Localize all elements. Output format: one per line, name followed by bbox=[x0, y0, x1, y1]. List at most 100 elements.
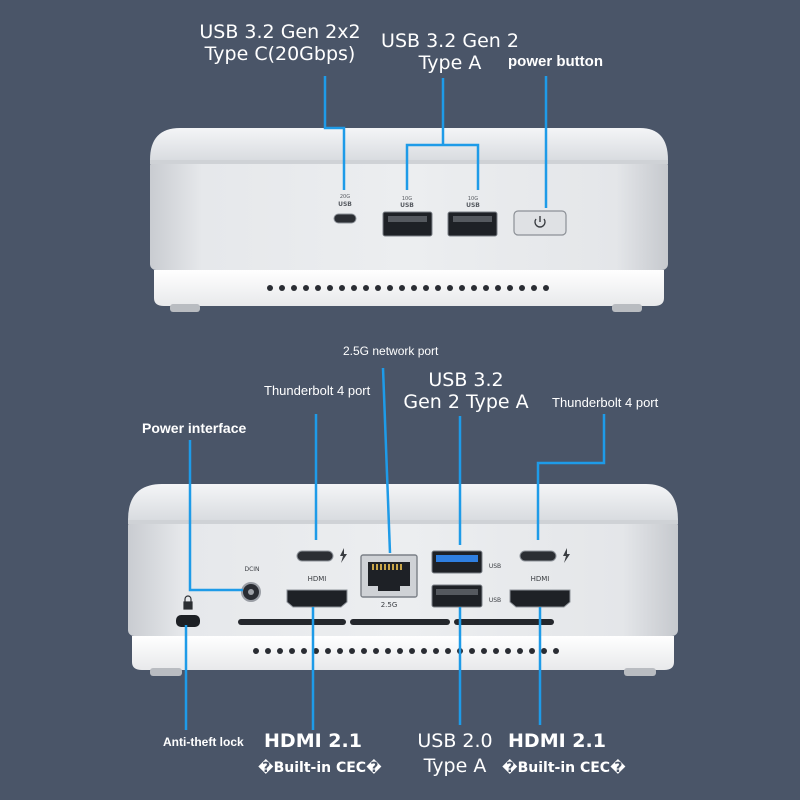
vent-hole bbox=[339, 285, 345, 291]
usb-a2-top-text: 10G bbox=[467, 196, 479, 202]
usb-a1-top-text: 10G bbox=[401, 196, 413, 202]
vent-hole bbox=[409, 648, 415, 654]
label-usb20-line1: USB 2.0 bbox=[417, 730, 493, 752]
rear-hdmi-port-right bbox=[509, 589, 571, 608]
vent-hole bbox=[351, 285, 357, 291]
rear-thunderbolt-port-right bbox=[519, 550, 557, 562]
usb-c-top-text: 20G bbox=[339, 194, 351, 200]
label-usb-a-line2: Type A bbox=[418, 52, 482, 74]
vent-hole bbox=[397, 648, 403, 654]
rear-vent-holes bbox=[253, 648, 559, 654]
label-hdmi-left: HDMI 2.1 �Built-in CEC� bbox=[258, 730, 382, 776]
vent-hole bbox=[375, 285, 381, 291]
usb-black-print: USB bbox=[488, 597, 502, 604]
vent-hole bbox=[361, 648, 367, 654]
label-usb-a-line1: USB 3.2 Gen 2 bbox=[381, 30, 519, 52]
vent-hole bbox=[399, 285, 405, 291]
vent-hole bbox=[531, 285, 537, 291]
label-hdmi-right-line2: �Built-in CEC� bbox=[502, 760, 626, 776]
hdmi-left-print: HDMI bbox=[307, 575, 327, 583]
rear-vent-slot-3 bbox=[454, 619, 554, 625]
label-usb32-line1: USB 3.2 bbox=[428, 369, 504, 391]
label-hdmi-left-line1: HDMI 2.1 bbox=[264, 730, 362, 752]
front-usb-a-port-2 bbox=[447, 211, 498, 237]
vent-hole bbox=[337, 648, 343, 654]
vent-hole bbox=[495, 285, 501, 291]
usb-a1-bottom-text: USB bbox=[400, 202, 414, 209]
vent-hole bbox=[349, 648, 355, 654]
vent-hole bbox=[327, 285, 333, 291]
label-usb-c-line1: USB 3.2 Gen 2x2 bbox=[199, 21, 361, 43]
vent-hole bbox=[493, 648, 499, 654]
vent-hole bbox=[483, 285, 489, 291]
vent-hole bbox=[459, 285, 465, 291]
usb-c-bottom-text: USB bbox=[338, 201, 352, 208]
vent-hole bbox=[279, 285, 285, 291]
front-usb-a-port-1 bbox=[382, 211, 433, 237]
vent-hole bbox=[519, 285, 525, 291]
vent-hole bbox=[447, 285, 453, 291]
hdmi-right-print: HDMI bbox=[530, 575, 550, 583]
vent-hole bbox=[481, 648, 487, 654]
vent-hole bbox=[315, 285, 321, 291]
thunderbolt-icon-right bbox=[563, 548, 570, 563]
vent-hole bbox=[517, 648, 523, 654]
rear-vent-slot-2 bbox=[350, 619, 450, 625]
vent-hole bbox=[265, 648, 271, 654]
label-usb-c: USB 3.2 Gen 2x2 Type C(20Gbps) bbox=[180, 21, 380, 65]
label-anti-theft: Anti-theft lock bbox=[163, 735, 244, 749]
vent-hole bbox=[301, 648, 307, 654]
rear-usb20-port bbox=[431, 584, 483, 608]
vent-hole bbox=[445, 648, 451, 654]
vent-hole bbox=[423, 285, 429, 291]
front-vent-holes bbox=[267, 285, 549, 291]
vent-hole bbox=[471, 285, 477, 291]
rear-vent-slot-1 bbox=[238, 619, 346, 625]
vent-hole bbox=[411, 285, 417, 291]
thunderbolt-icon bbox=[340, 548, 347, 563]
vent-hole bbox=[553, 648, 559, 654]
vent-hole bbox=[541, 648, 547, 654]
front-power-button bbox=[513, 210, 567, 236]
vent-hole bbox=[303, 285, 309, 291]
usb-a2-bottom-text: USB bbox=[466, 202, 480, 209]
vent-hole bbox=[505, 648, 511, 654]
rear-lock-slot bbox=[176, 615, 200, 627]
label-usb-c-line2: Type C(20Gbps) bbox=[204, 43, 356, 65]
vent-hole bbox=[385, 648, 391, 654]
vent-hole bbox=[277, 648, 283, 654]
vent-hole bbox=[253, 648, 259, 654]
lock-icon bbox=[183, 595, 193, 610]
front-device bbox=[150, 128, 668, 312]
vent-hole bbox=[289, 648, 295, 654]
label-usb20: USB 2.0 Type A bbox=[405, 730, 505, 777]
rear-device bbox=[128, 484, 678, 676]
vent-hole bbox=[421, 648, 427, 654]
front-usb-c-port bbox=[333, 213, 357, 224]
vent-hole bbox=[291, 285, 297, 291]
label-power-interface: Power interface bbox=[142, 420, 247, 436]
vent-hole bbox=[363, 285, 369, 291]
ethernet-print: 2.5G bbox=[380, 601, 398, 609]
label-thunderbolt-right: Thunderbolt 4 port bbox=[552, 395, 659, 410]
vent-hole bbox=[387, 285, 393, 291]
label-hdmi-right-line1: HDMI 2.1 bbox=[508, 730, 606, 752]
vent-hole bbox=[313, 648, 319, 654]
vent-hole bbox=[543, 285, 549, 291]
power-symbol-icon bbox=[534, 216, 546, 228]
vent-hole bbox=[433, 648, 439, 654]
vent-hole bbox=[507, 285, 513, 291]
vent-hole bbox=[435, 285, 441, 291]
label-thunderbolt-left: Thunderbolt 4 port bbox=[264, 383, 371, 398]
label-hdmi-left-line2: �Built-in CEC� bbox=[258, 760, 382, 776]
label-usb32: USB 3.2 Gen 2 Type A bbox=[396, 369, 536, 413]
rear-hdmi-port-left bbox=[286, 589, 348, 608]
label-usb32-line2: Gen 2 Type A bbox=[403, 391, 529, 413]
label-power-button: power button bbox=[508, 53, 603, 70]
vent-hole bbox=[529, 648, 535, 654]
label-usb-a: USB 3.2 Gen 2 Type A bbox=[370, 30, 530, 74]
callout-lines bbox=[184, 76, 606, 730]
label-network-port: 2.5G network port bbox=[343, 344, 439, 358]
vent-hole bbox=[469, 648, 475, 654]
